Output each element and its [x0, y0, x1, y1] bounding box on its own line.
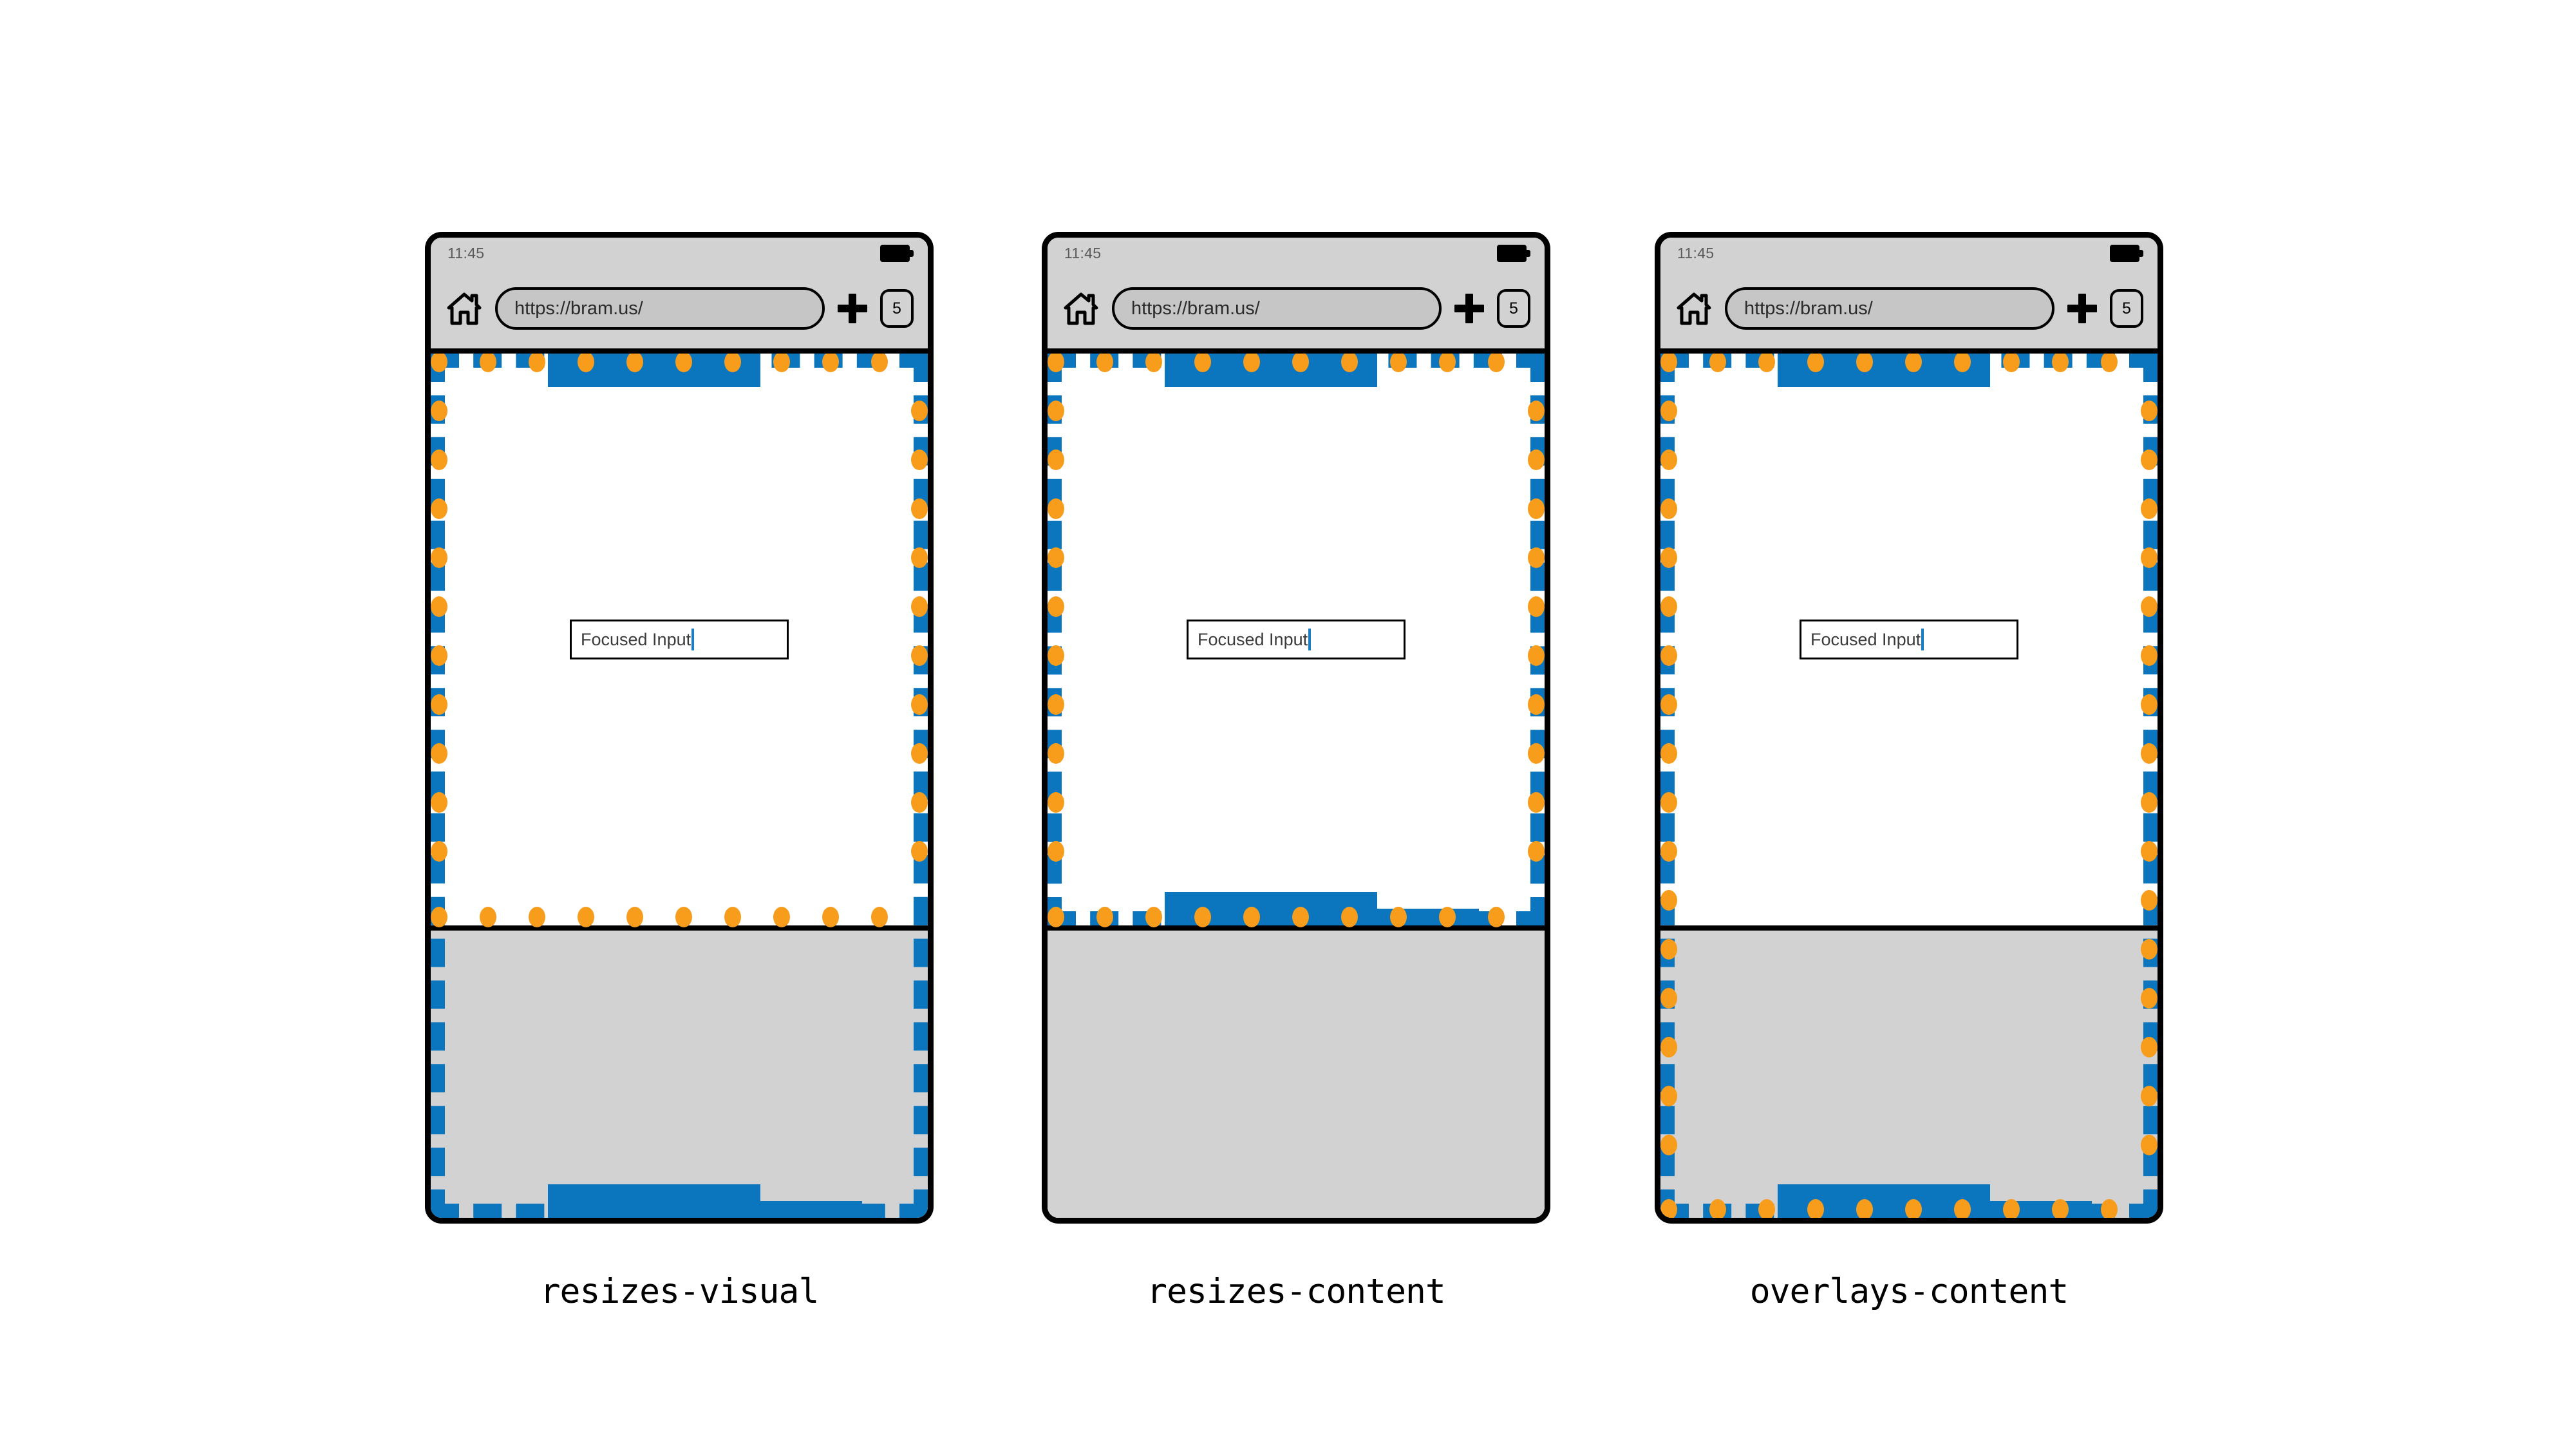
- page-footer-block-secondary: [760, 1201, 862, 1218]
- page-header-block: [548, 354, 760, 387]
- status-bar: 11:45: [1048, 238, 1545, 269]
- text-caret-icon: [1921, 629, 1924, 650]
- url-text: https://bram.us/: [514, 298, 643, 319]
- tab-count-label: 5: [1509, 299, 1518, 317]
- on-screen-keyboard: [1048, 925, 1545, 1218]
- plus-icon[interactable]: [1454, 294, 1484, 323]
- home-icon[interactable]: [1676, 291, 1712, 326]
- input-row: Focused Input: [1660, 620, 2158, 659]
- focused-input-field[interactable]: Focused Input: [1187, 620, 1406, 659]
- url-text: https://bram.us/: [1744, 298, 1873, 319]
- status-bar-clock: 11:45: [447, 244, 485, 261]
- status-bar-clock: 11:45: [1064, 244, 1102, 261]
- browser-toolbar: https://bram.us/ 5: [1660, 269, 2158, 348]
- text-caret-icon: [1308, 629, 1312, 650]
- url-bar[interactable]: https://bram.us/: [1725, 287, 2054, 330]
- browser-chrome: 11:45 https://bram.us/ 5: [1048, 238, 1545, 354]
- focused-input-value: Focused Input: [1810, 629, 1921, 649]
- page-footer-block: [1778, 1184, 1990, 1218]
- phone-mockup-overlays-content: Focused Input 11:45 https://bram.us/: [1655, 232, 2163, 1224]
- browser-toolbar: https://bram.us/ 5: [1048, 269, 1545, 348]
- plus-icon[interactable]: [2067, 294, 2097, 323]
- text-caret-icon: [691, 629, 695, 650]
- tab-count-button[interactable]: 5: [1497, 289, 1530, 328]
- battery-full-icon: [1497, 244, 1530, 262]
- url-bar[interactable]: https://bram.us/: [495, 287, 825, 330]
- tab-count-button[interactable]: 5: [2110, 289, 2143, 328]
- tab-count-button[interactable]: 5: [880, 289, 914, 328]
- caption-overlays-content: overlays-content: [1749, 1272, 2069, 1311]
- home-icon[interactable]: [446, 291, 482, 326]
- battery-full-icon: [880, 244, 914, 262]
- phone-mockup-resizes-content: Focused Input 11:45 https://bram.us/: [1042, 232, 1550, 1224]
- browser-toolbar: https://bram.us/ 5: [431, 269, 928, 348]
- page-footer-block-secondary: [1990, 1201, 2092, 1218]
- browser-chrome: 11:45 https://bram.us/ 5: [431, 238, 928, 354]
- on-screen-keyboard: [431, 925, 928, 1218]
- home-icon[interactable]: [1063, 291, 1099, 326]
- page-footer-block: [548, 1184, 760, 1218]
- tab-count-label: 5: [892, 299, 901, 317]
- browser-chrome: 11:45 https://bram.us/ 5: [1660, 238, 2158, 354]
- status-bar: 11:45: [1660, 238, 2158, 269]
- input-row: Focused Input: [431, 620, 928, 659]
- focused-input-value: Focused Input: [1198, 629, 1308, 649]
- phone-mockup-resizes-visual: Focused Input 11:45 https://bram.us/: [425, 232, 934, 1224]
- input-row: Focused Input: [1048, 620, 1545, 659]
- page-footer-block-secondary: [1377, 909, 1479, 925]
- caption-resizes-content: resizes-content: [1147, 1272, 1446, 1311]
- focused-input-value: Focused Input: [581, 629, 691, 649]
- url-bar[interactable]: https://bram.us/: [1112, 287, 1442, 330]
- focused-input-field[interactable]: Focused Input: [570, 620, 789, 659]
- caption-resizes-visual: resizes-visual: [540, 1272, 820, 1311]
- plus-icon[interactable]: [838, 294, 867, 323]
- page-header-block: [1165, 354, 1377, 387]
- status-bar-clock: 11:45: [1677, 244, 1715, 261]
- page-footer-block: [1165, 892, 1377, 925]
- tab-count-label: 5: [2122, 299, 2131, 317]
- page-header-block: [1778, 354, 1990, 387]
- battery-full-icon: [2110, 244, 2143, 262]
- status-bar: 11:45: [431, 238, 928, 269]
- on-screen-keyboard: [1660, 925, 2158, 1218]
- focused-input-field[interactable]: Focused Input: [1800, 620, 2018, 659]
- url-text: https://bram.us/: [1131, 298, 1260, 319]
